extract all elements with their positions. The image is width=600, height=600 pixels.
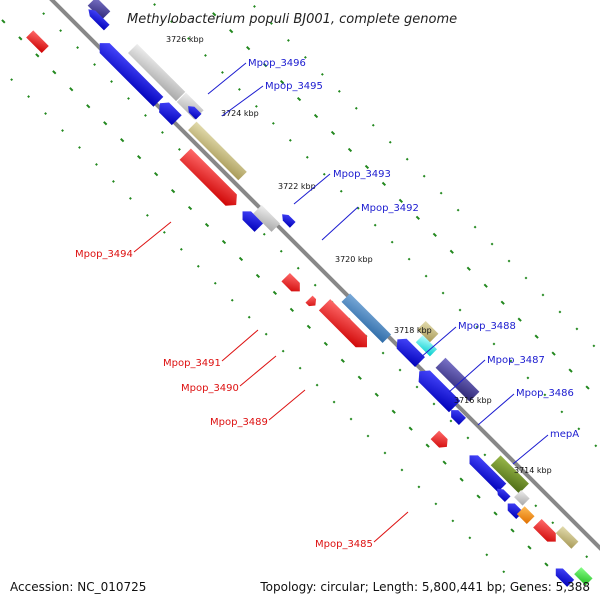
gene-mpop-3490[interactable] [305,295,318,309]
gene-label-mpop-3492[interactable]: Mpop_3492 [361,203,419,214]
leader-line [268,389,306,421]
gene-label-mpop-3487[interactable]: Mpop_3487 [487,355,545,366]
gene-mpop-3487[interactable] [435,357,480,402]
kbp-label: 3718 kbp [394,326,432,335]
leader-line [239,355,277,387]
leader-line [477,393,515,426]
gene-label-mpop-3496[interactable]: Mpop_3496 [248,58,306,69]
leader-line [373,511,409,543]
leader-lines [133,62,549,543]
gene-mpop-3487-blue[interactable] [414,366,461,413]
leader-line [133,221,172,253]
gene-blue-top[interactable] [86,6,110,31]
gene-label-mpop-3490[interactable]: Mpop_3490 [181,383,239,394]
gene-label-mpop-3493[interactable]: Mpop_3493 [333,169,391,180]
gene-khaki-bottom[interactable] [555,526,579,549]
gene-gray-small[interactable] [514,490,530,506]
gene-mpop-3489-red[interactable] [318,299,373,353]
kbp-label: 3722 kbp [278,182,316,191]
gene-mepA-blue[interactable] [465,451,507,493]
gene-mepA[interactable] [490,455,529,494]
gene-label-mpop-3488[interactable]: Mpop_3488 [458,321,516,332]
gene-mpop-3496[interactable] [127,43,186,102]
gene-red-large[interactable] [179,148,242,210]
gene-label-mpop-3494[interactable]: Mpop_3494 [75,249,133,260]
gene-mpop-3493[interactable] [253,205,281,232]
tick-track-mid-right [198,0,600,402]
leader-line [207,62,247,95]
gene-features [26,0,593,587]
tick-track-inner-right [148,0,600,452]
leader-line [221,329,259,362]
gene-mpop-3488[interactable] [417,321,439,343]
gene-label-mpop-3495[interactable]: Mpop_3495 [265,81,323,92]
gene-mpop-3491[interactable] [281,272,304,296]
map-title: Methylobacterium populi BJ001, complete … [127,12,457,27]
gene-indigo-top[interactable] [87,0,111,20]
tick-track-mid-left [0,16,568,586]
kbp-labels: 3726 kbp 3724 kbp 3722 kbp 3720 kbp 3718… [166,35,552,475]
kbp-label: 3716 kbp [454,396,492,405]
gene-blue-small-2[interactable] [494,486,511,503]
gene-mpop-3485[interactable] [430,430,452,452]
leader-line [512,434,549,465]
kbp-label: 3726 kbp [166,35,204,44]
gene-label-mepA[interactable]: mepA [550,429,579,440]
gene-red-bottom[interactable] [533,519,560,546]
gene-green-bottom[interactable] [574,567,593,586]
gene-mpop-3486[interactable] [448,407,466,425]
leader-line [221,85,264,117]
kbp-label: 3724 kbp [221,109,259,118]
gene-mpop-3495-blue[interactable] [155,98,182,126]
gene-mpop-3493-blue[interactable] [238,207,264,232]
gene-blue-bottom[interactable] [552,565,575,587]
leader-line [293,173,331,205]
kbp-label: 3720 kbp [335,255,373,264]
gene-label-mpop-3486[interactable]: Mpop_3486 [516,388,574,399]
gene-labels: Mpop_3496 Mpop_3495 Mpop_3493 Mpop_3492 … [75,58,579,550]
gene-mpop-3492[interactable] [279,211,296,228]
gene-label-mpop-3485[interactable]: Mpop_3485 [315,539,373,550]
kbp-label: 3714 kbp [514,466,552,475]
gene-cyan[interactable] [415,335,437,357]
reverse-strand-genes [86,0,593,587]
leader-line [419,326,457,359]
tick-track-outer-left [0,66,534,600]
accession-text: Accession: NC_010725 [10,580,147,594]
gene-label-mpop-3491[interactable]: Mpop_3491 [163,358,221,369]
leader-line [448,359,486,393]
gene-blue-small-1[interactable] [185,103,202,120]
leader-line [321,206,359,241]
gene-orange[interactable] [516,506,535,524]
gene-mpop-3494[interactable] [188,121,247,181]
gene-mpop-3489[interactable] [341,293,392,343]
gene-label-mpop-3489[interactable]: Mpop_3489 [210,417,268,428]
gene-mpop-3488-blue[interactable] [392,334,425,367]
gene-mpop-3496-blue[interactable] [95,38,164,107]
gene-red-top[interactable] [26,30,49,54]
topology-text: Topology: circular; Length: 5,800,441 bp… [260,580,590,594]
